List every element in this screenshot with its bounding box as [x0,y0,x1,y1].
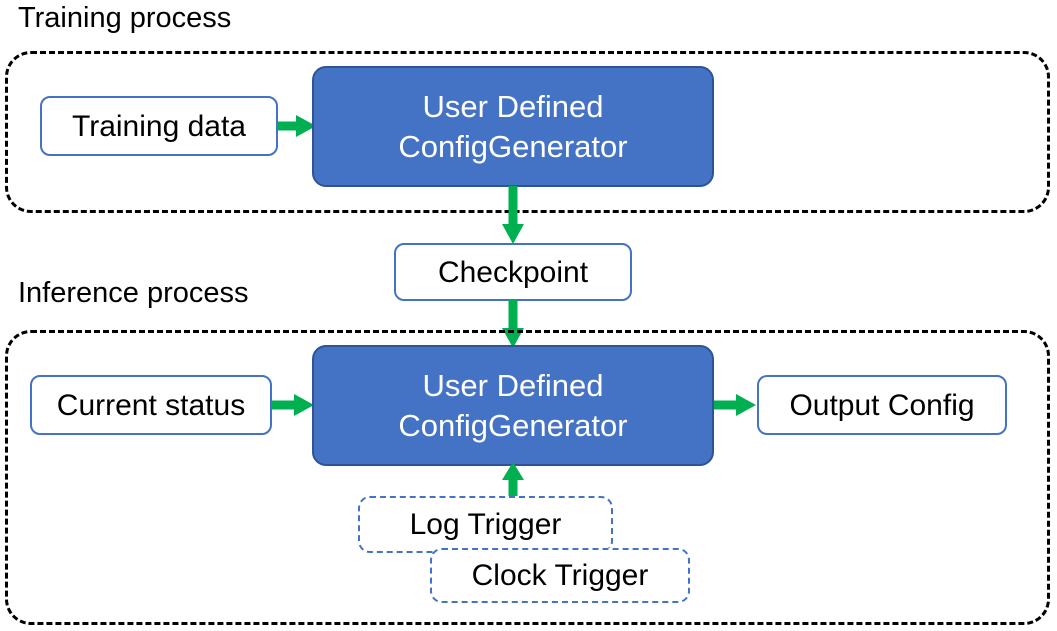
log-trigger-box[interactable]: Log Trigger [358,496,613,553]
inference-config-generator-box[interactable]: User Defined ConfigGenerator [312,345,714,466]
current-status-box[interactable]: Current status [30,375,272,435]
training-config-generator-box[interactable]: User Defined ConfigGenerator [312,66,714,187]
checkpoint-box[interactable]: Checkpoint [394,243,632,301]
arrow-checkpoint-to-inference-generator [502,300,524,348]
generator-title-line2: ConfigGenerator [398,128,628,164]
training-data-box[interactable]: Training data [40,96,278,156]
inference-generator-title-line2: ConfigGenerator [398,407,628,443]
arrow-current-status-to-generator [272,394,314,416]
training-process-label: Training process [18,2,232,34]
output-config-box[interactable]: Output Config [757,375,1007,435]
training-process-container [5,51,1050,213]
arrow-training-data-to-generator [278,115,316,137]
inference-process-container [5,330,1050,625]
inference-process-label: Inference process [18,277,249,309]
arrow-generator-to-output-config [714,394,756,416]
inference-generator-title-line1: User Defined [422,367,604,403]
generator-title-line1: User Defined [422,88,604,124]
clock-trigger-box[interactable]: Clock Trigger [430,548,690,603]
arrow-generator-to-checkpoint [502,186,524,244]
